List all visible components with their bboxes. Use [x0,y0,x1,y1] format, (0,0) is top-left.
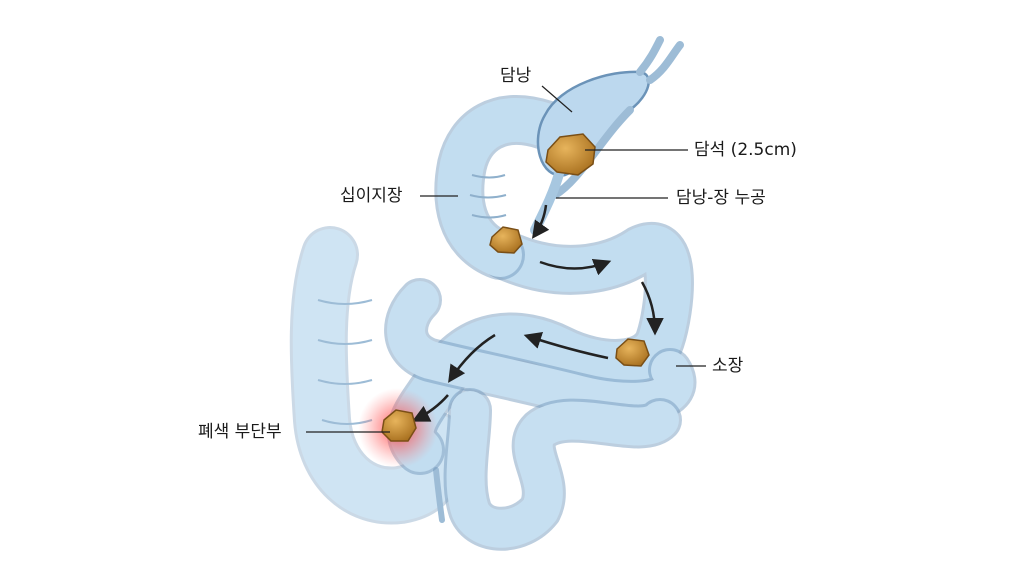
leader-lines [306,85,706,433]
label-gallbladder: 담낭 [500,66,532,86]
arrow-2 [640,281,664,336]
label-obstruction: 폐색 부단부 [198,422,282,442]
leader-gallbladder [541,85,573,113]
small-intestine [384,222,697,551]
label-small-intestine: 소장 [712,356,744,376]
arrow-3 [523,332,609,360]
arrow-1 [539,258,612,276]
gallstone-large [545,133,596,176]
arrow-4 [448,333,496,383]
fistula-channel [530,165,565,235]
gallstone-small-intestine [615,338,650,367]
gallstone-obstruction [381,409,417,442]
label-duodenum: 십이지장 [340,186,403,206]
flow-arrows [411,204,664,422]
gallstone-duodenum [489,226,523,254]
arrow-fistula [531,204,550,239]
gallstones [381,133,650,442]
colon [289,226,466,525]
label-fistula: 담낭-장 누공 [676,188,766,208]
arrow-5 [411,394,449,422]
label-gallstone: 담석 (2.5cm) [694,140,797,160]
duodenum [434,95,570,280]
